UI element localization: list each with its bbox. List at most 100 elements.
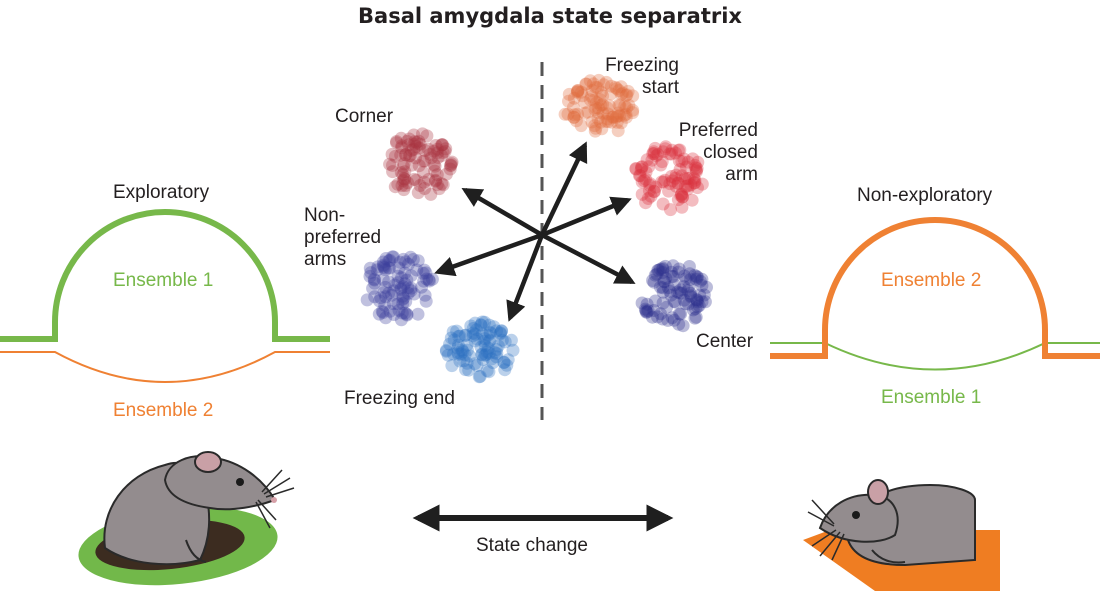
preferred-closed-arm-point (656, 197, 670, 211)
freezing-start-point (578, 96, 592, 110)
ensemble-2-active-dome (770, 217, 1100, 359)
non-preferred-arms-point (397, 280, 410, 294)
corner-point (409, 173, 423, 187)
freezing-start-point (599, 114, 613, 128)
preferred-closed-arm-point (686, 152, 700, 166)
non-preferred-arms-point (394, 283, 408, 297)
center-point (667, 295, 681, 308)
mouse-paw (871, 549, 906, 564)
non-preferred-arms-point (419, 266, 433, 280)
preferred-closed-arm-point (647, 145, 661, 159)
center-point (672, 262, 686, 276)
freezing-end-point (470, 332, 484, 346)
center-point (658, 275, 672, 289)
freezing-start-point (585, 84, 599, 97)
non-preferred-arms-point (400, 308, 414, 322)
center-point (682, 260, 696, 273)
freezing-start-point (593, 93, 607, 107)
preferred-closed-arm-point (688, 158, 702, 172)
freezing-start-point (612, 84, 626, 97)
freezing-start-point (619, 110, 633, 124)
freezing-start-point (570, 85, 584, 99)
corner-point (422, 172, 436, 186)
preferred-closed-arm-point (629, 162, 643, 175)
center-point (684, 290, 698, 304)
center-point (693, 274, 707, 288)
preferred-closed-arm-point (635, 160, 649, 174)
corner-point (418, 154, 432, 168)
corner-point (444, 158, 458, 172)
freezing-end-point (439, 343, 453, 357)
center-point (698, 295, 712, 309)
freezing-start-point (601, 115, 615, 129)
mouse-paw (185, 539, 207, 563)
ensemble-1-left-label: Ensemble 1 (113, 270, 214, 291)
corner-point (391, 177, 405, 191)
non-preferred-arms-point (396, 252, 410, 266)
freezing-start-point (566, 101, 580, 114)
freezing-end-point (470, 323, 483, 337)
non-preferred-arms-point (387, 297, 400, 311)
freezing-end-point (470, 359, 484, 372)
preferred-closed-arm-point (687, 176, 701, 190)
non-preferred-arms-point (400, 307, 414, 321)
corner-point (435, 149, 449, 163)
freezing-start-point (570, 85, 584, 99)
non-preferred-arms-point (385, 250, 399, 264)
corner-label: Corner (335, 106, 394, 127)
center-point (689, 272, 703, 286)
center-point (656, 281, 670, 295)
corner-point (418, 144, 432, 157)
non-preferred-arms-point (422, 273, 436, 287)
non-preferred-arms-point (364, 266, 378, 280)
freezing-start-point (610, 109, 624, 123)
corner-point (430, 178, 444, 192)
center-point (656, 296, 670, 310)
preferred-closed-arm-point (684, 178, 698, 192)
non-preferred-arms-point (392, 303, 406, 317)
corner-point (412, 159, 426, 173)
preferred-closed-arm-point (647, 147, 661, 160)
freezing-end-point (497, 355, 511, 369)
freezing-end-point (468, 334, 482, 348)
freezing-end-point (446, 325, 460, 339)
freezing-end-point (451, 341, 465, 355)
corner-point (418, 182, 432, 195)
center-point (692, 299, 706, 313)
center-point (646, 274, 660, 287)
freezing-start-point (622, 98, 636, 112)
preferred-closed-arm-point (688, 176, 702, 190)
non-preferred-arms-point (396, 297, 410, 311)
non-preferred-arms-point (391, 276, 405, 290)
non-preferred-arms-point (387, 250, 400, 264)
preferred-closed-arm-point (658, 173, 672, 187)
freezing-end-point (460, 338, 474, 352)
center-point (656, 266, 670, 279)
non-preferred-arms-point (367, 272, 381, 286)
preferred-closed-arm-point (673, 143, 687, 157)
center-point (695, 295, 709, 309)
preferred-closed-arm-point (685, 193, 699, 207)
freezing-start-point (610, 82, 624, 96)
corner-point (383, 157, 397, 171)
center-point (677, 280, 691, 294)
non-preferred-arms-point (395, 271, 408, 285)
freezing-end-point (477, 334, 491, 348)
freezing-end-point (475, 348, 489, 362)
preferred-closed-arm-point (691, 155, 705, 169)
freezing-start-point (613, 109, 627, 123)
corner-point (435, 138, 449, 152)
freezing-end-point (485, 352, 499, 366)
freezing-start-point (586, 77, 600, 91)
preferred-closed-arm-point (681, 172, 695, 186)
preferred-closed-arm-point (689, 161, 703, 175)
freezing-start-point (611, 106, 625, 120)
freezing-start-point (611, 124, 625, 138)
exploratory-schematic (0, 209, 330, 383)
center-point (651, 263, 665, 277)
center-point (697, 288, 711, 302)
preferred-closed-arm-point (643, 177, 657, 191)
corner-point (443, 162, 457, 176)
preferred-closed-arm-point (679, 160, 693, 174)
preferred-closed-arm-point (669, 168, 683, 182)
